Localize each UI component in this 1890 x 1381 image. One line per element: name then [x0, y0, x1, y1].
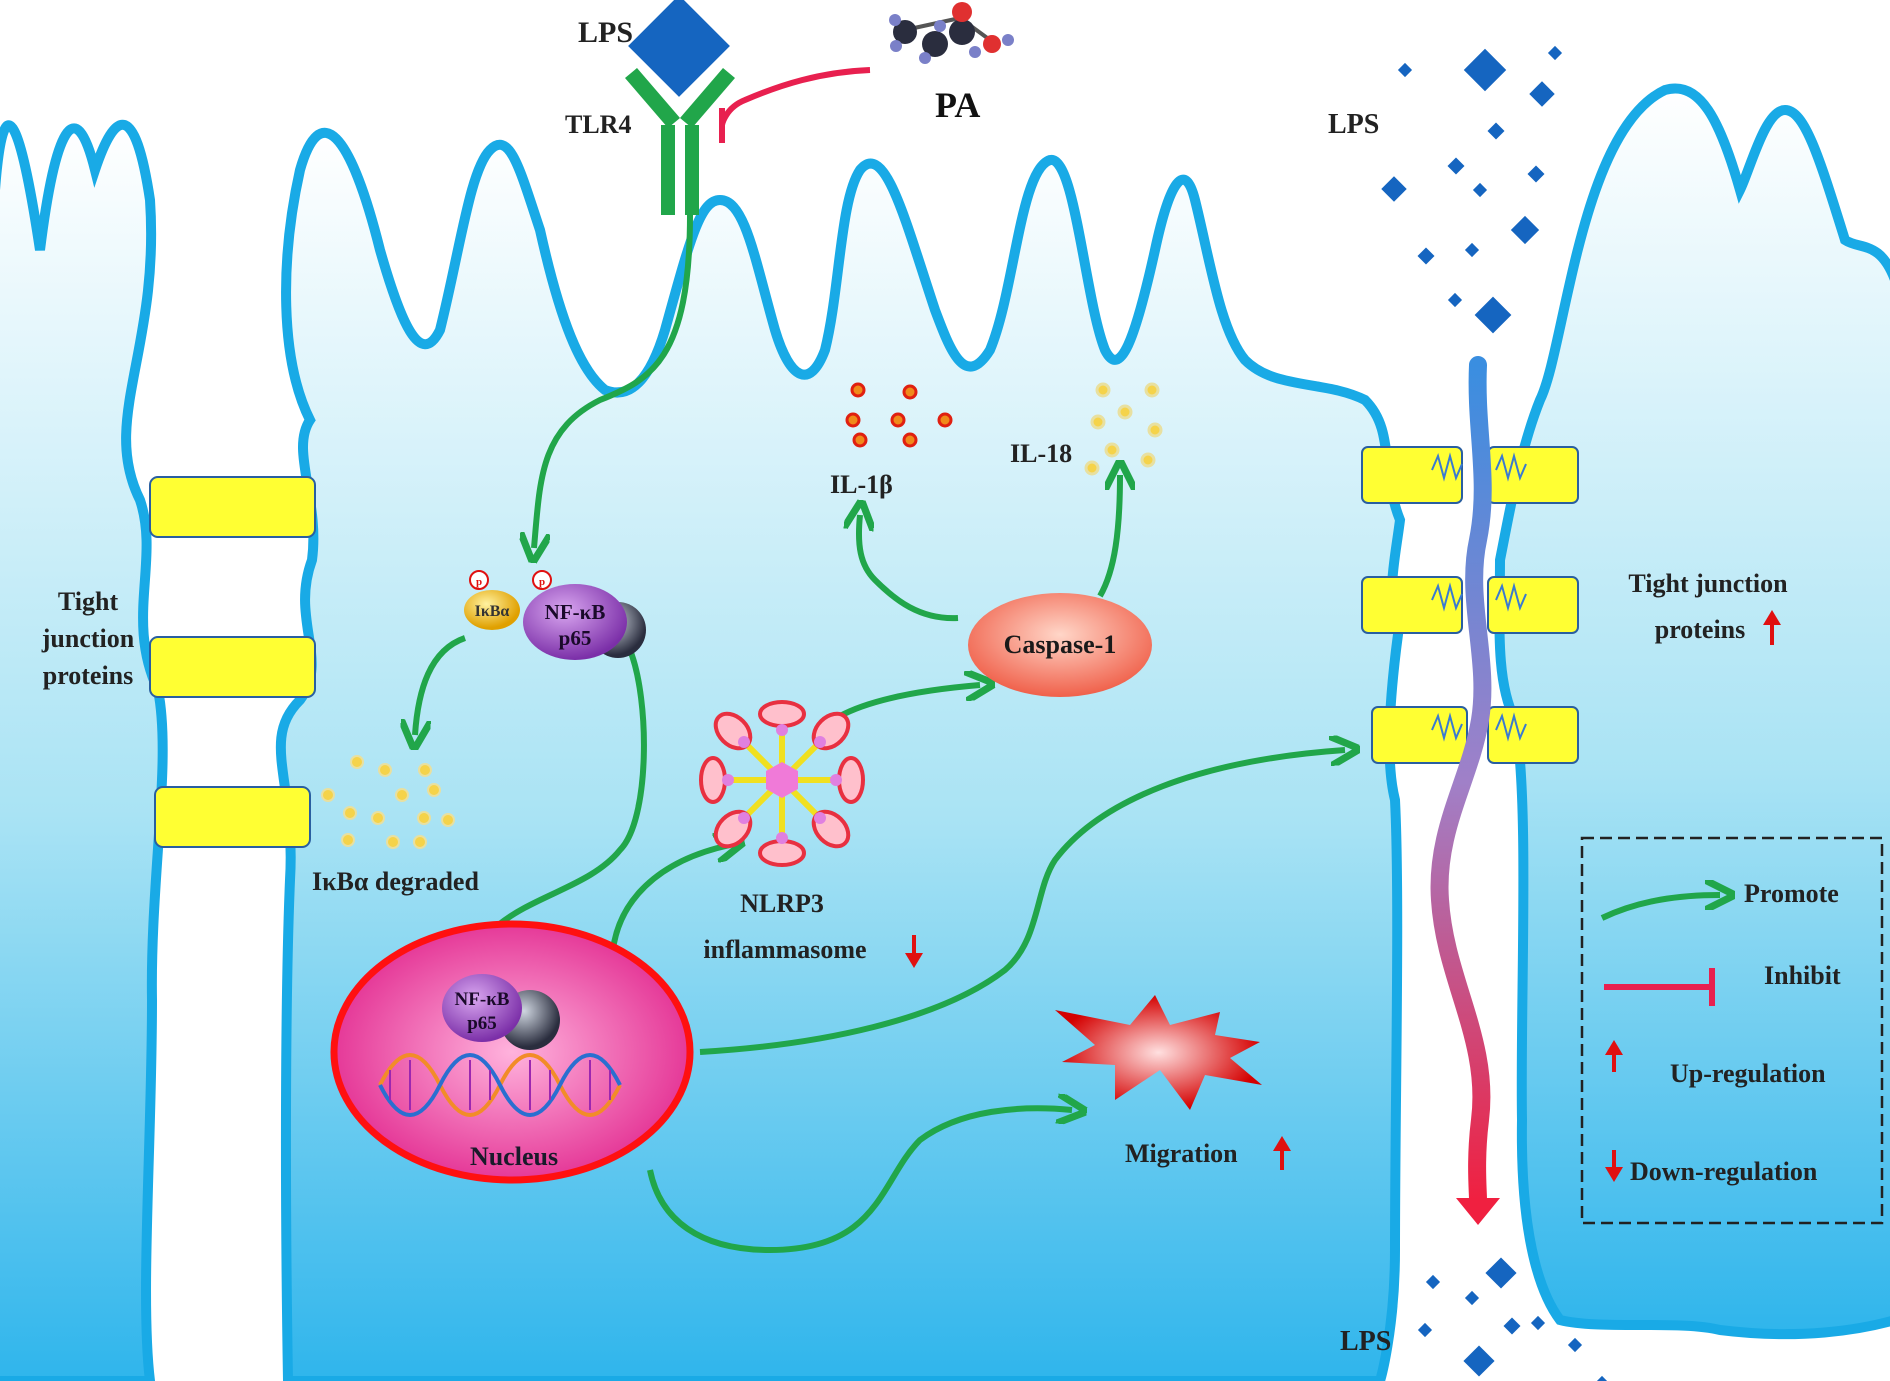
- ikba-degraded-label: IκBα degraded: [312, 867, 479, 896]
- nucleus-label: Nucleus: [470, 1142, 558, 1171]
- ikba-nfkb-complex: IκBα p p NF-κB p65: [464, 570, 646, 660]
- svg-text:p65: p65: [559, 626, 592, 650]
- svg-text:p: p: [476, 576, 482, 588]
- tight-junction-right: [1361, 446, 1579, 764]
- up-arrow-migration: [1273, 1136, 1291, 1170]
- tight-junction-left-label: Tight junction proteins: [41, 587, 135, 690]
- nlrp3-inflammasome-icon: [699, 700, 865, 867]
- il-1b-dots: [845, 382, 953, 448]
- svg-text:Tight junction: Tight junction: [1628, 569, 1788, 598]
- legend-promote-label: Promote: [1744, 879, 1839, 908]
- svg-text:proteins: proteins: [1655, 615, 1746, 644]
- caspase-1: [968, 593, 1152, 697]
- migration-label: Migration: [1125, 1139, 1238, 1168]
- left-cell: [0, 120, 168, 1381]
- arrow-ikba-to-degraded: [415, 635, 467, 735]
- arrow-caspase-to-il18: [1097, 475, 1120, 598]
- dna-helix-icon: [378, 1053, 622, 1117]
- svg-text:p65: p65: [467, 1013, 497, 1034]
- leak-arrowhead: [1456, 1198, 1500, 1225]
- tight-junction-right-label: Tight junction proteins: [1628, 569, 1788, 644]
- nlrp3-label: NLRP3: [740, 889, 824, 918]
- lps-particles-top-right: [1381, 45, 1563, 334]
- tight-junction-block-left-1: [149, 476, 316, 538]
- svg-text:proteins: proteins: [43, 661, 134, 690]
- svg-text:IκBα: IκBα: [475, 603, 510, 620]
- down-arrow-nlrp3: [905, 935, 923, 968]
- pa-label: PA: [935, 85, 980, 125]
- svg-text:p: p: [539, 576, 545, 588]
- legend-down-label: Down-regulation: [1630, 1157, 1818, 1186]
- tight-junction-block-left-3: [154, 786, 311, 848]
- arrow-tlr4-to-nfkb: [534, 214, 693, 548]
- tlr4-label: TLR4: [565, 110, 631, 139]
- paracellular-channel: [1430, 356, 1492, 1209]
- tight-junction-block-left-2: [149, 636, 316, 698]
- tlr4-receptor: [625, 68, 735, 215]
- arrow-nlrp3-to-caspase: [838, 685, 980, 719]
- migration-burst-icon: [1055, 995, 1262, 1110]
- svg-text:NF-κB: NF-κB: [545, 600, 606, 624]
- lps-right-label: LPS: [1328, 109, 1379, 140]
- il-18-dots: [1084, 382, 1163, 476]
- arrow-nucleus-to-nlrp3: [609, 845, 730, 961]
- lps-top-label: LPS: [578, 16, 633, 49]
- legend-down-arrow-icon: [1605, 1150, 1623, 1182]
- middle-cell: [275, 127, 1406, 1381]
- il-1b-label: IL-1β: [830, 470, 893, 499]
- ikba-degraded-dots: [321, 755, 455, 849]
- pa-molecule-icon: [889, 2, 1014, 64]
- arrow-nucleus-to-tight-junction: [699, 750, 1345, 1055]
- svg-text:junction: junction: [41, 624, 135, 653]
- legend-up-label: Up-regulation: [1670, 1059, 1826, 1088]
- legend-promote-swatch: [1600, 895, 1720, 921]
- inflammasome-label: inflammasome: [703, 935, 866, 964]
- legend-up-arrow-icon: [1605, 1040, 1623, 1072]
- inhibit-line-pa-tlr4: [719, 67, 871, 126]
- caspase-label: Caspase-1: [1004, 630, 1117, 659]
- il-18-label: IL-18: [1010, 439, 1072, 468]
- svg-text:Tight: Tight: [58, 587, 119, 616]
- arrow-nucleus-to-migration: [647, 1108, 1072, 1254]
- nucleus-nfkb-complex: NF-κB p65: [442, 974, 560, 1050]
- lps-particles-bottom: [1417, 1257, 1610, 1381]
- legend: Promote Inhibit Up-regulation Down-regul…: [1580, 836, 1884, 1225]
- nucleus: [330, 920, 694, 1184]
- arrow-caspase-to-il1b: [859, 515, 959, 622]
- lps-bottom-label: LPS: [1340, 1326, 1391, 1357]
- svg-text:NF-κB: NF-κB: [455, 989, 510, 1010]
- legend-inhibit-label: Inhibit: [1764, 961, 1841, 990]
- up-arrow-tight-junction: [1763, 610, 1781, 645]
- right-cell: [1494, 83, 1890, 1340]
